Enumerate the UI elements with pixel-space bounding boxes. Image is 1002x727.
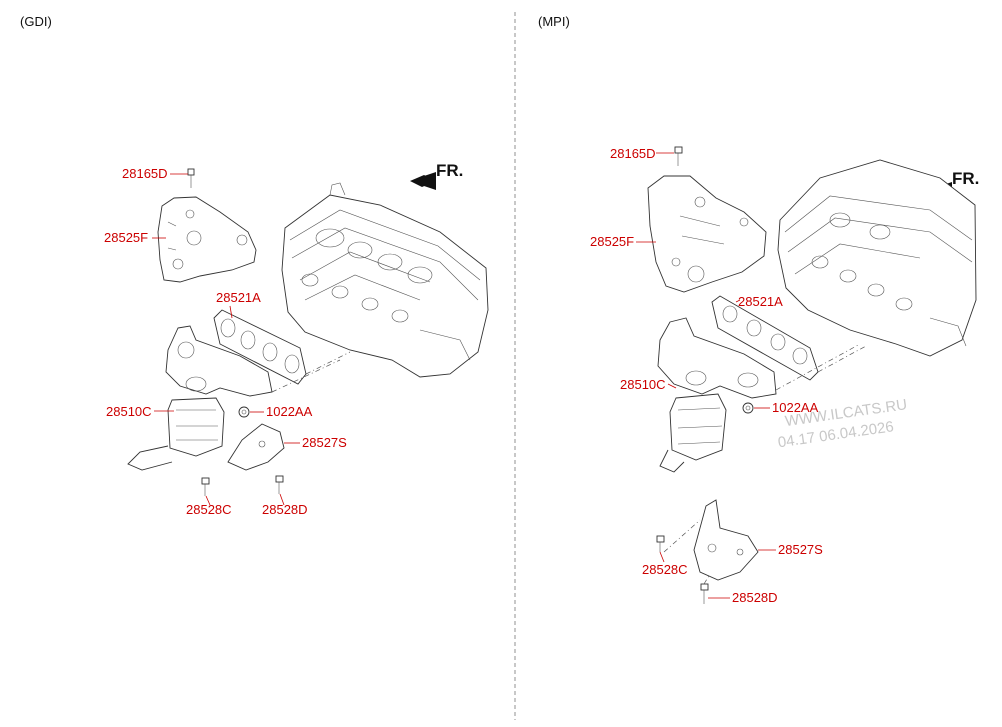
gdi-bolt-c-icon xyxy=(201,477,210,496)
gdi-front-arrow-icon xyxy=(410,172,436,190)
mpi-label-28510c: 28510C xyxy=(620,377,666,392)
mpi-label-28527s: 28527S xyxy=(778,542,823,557)
gdi-stay-bracket xyxy=(227,423,285,471)
gdi-label-28527s: 28527S xyxy=(302,435,347,450)
gdi-engine-block xyxy=(281,182,489,378)
mpi-bolt-d-icon xyxy=(700,583,709,604)
mpi-label-28165d: 28165D xyxy=(610,146,656,161)
mpi-heat-shield-bolt-icon xyxy=(674,146,683,166)
mpi-stay-bracket xyxy=(693,499,759,581)
gdi-panel-title: (GDI) xyxy=(20,14,52,29)
mpi-label-1022aa: 1022AA xyxy=(772,400,819,415)
mpi-nut-icon xyxy=(742,402,754,414)
gdi-bolt-d-icon xyxy=(275,475,284,494)
mpi-label-28528d: 28528D xyxy=(732,590,778,605)
gdi-diagram: FR. xyxy=(104,161,489,517)
mpi-diagram: FR. xyxy=(590,146,979,605)
mpi-panel-title: (MPI) xyxy=(538,14,570,29)
gdi-heat-shield-bolt-icon xyxy=(187,168,195,188)
mpi-engine-block xyxy=(777,159,977,357)
gdi-label-28510c: 28510C xyxy=(106,404,152,419)
mpi-exhaust-manifold xyxy=(657,317,777,473)
mpi-heat-shield xyxy=(647,175,767,293)
mpi-label-28521a: 28521A xyxy=(738,294,783,309)
gdi-label-28528d: 28528D xyxy=(262,502,308,517)
gdi-label-28521a: 28521A xyxy=(216,290,261,305)
gdi-label-28528c: 28528C xyxy=(186,502,232,517)
gdi-label-1022aa: 1022AA xyxy=(266,404,313,419)
mpi-label-28525f: 28525F xyxy=(590,234,634,249)
mpi-bolt-c-icon xyxy=(656,535,665,552)
gdi-label-28165d: 28165D xyxy=(122,166,168,181)
gdi-heat-shield xyxy=(157,196,257,283)
gdi-exhaust-manifold xyxy=(127,325,273,471)
gdi-front-label: FR. xyxy=(436,161,463,180)
gdi-label-28525f: 28525F xyxy=(104,230,148,245)
gdi-nut-icon xyxy=(238,406,250,418)
mpi-front-label: FR. xyxy=(952,169,979,188)
mpi-label-28528c: 28528C xyxy=(642,562,688,577)
